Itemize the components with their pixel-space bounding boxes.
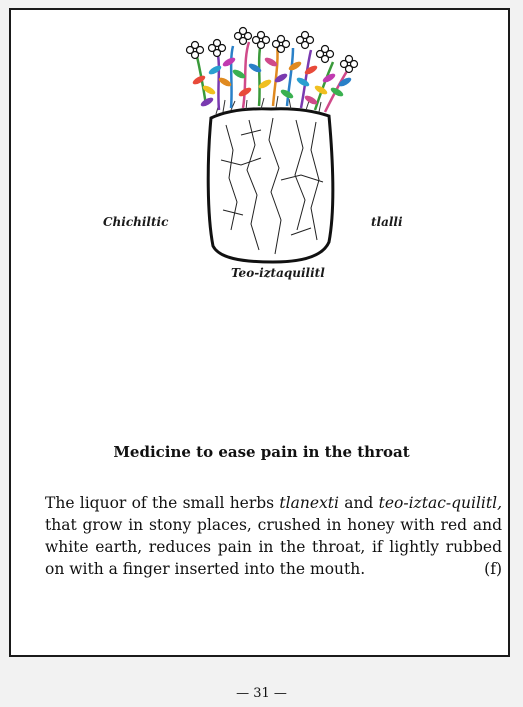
page-number: — 31 — [236, 686, 287, 701]
plant-name-tlanexti: tlanexti [279, 494, 339, 512]
page-title: Medicine to ease pain in the throat [113, 443, 410, 461]
label-tlalli: tlalli [371, 215, 403, 229]
remedy-paragraph: The liquor of the small herbs tlanexti a… [45, 492, 502, 580]
herb-leaves [192, 57, 352, 107]
label-teo-iztaquilitl: Teo-iztaquilitl [231, 266, 325, 280]
herb-flowers [185, 26, 359, 74]
text-part-3: that grow in stony places, crushed in ho… [45, 516, 502, 578]
text-part-2: and [338, 494, 379, 512]
earth-block [206, 107, 335, 264]
manuscript-page: Chichiltic tlalli Teo-iztaquilitl Medici… [9, 8, 510, 657]
footnote-reference: (f) [484, 560, 502, 578]
herb-and-earth-illustration [185, 26, 359, 264]
grass [215, 95, 322, 115]
earth-cracks [220, 117, 324, 255]
plant-name-teo-iztac-quilitl: teo-iztac-quilitl, [378, 494, 502, 512]
text-part-1: The liquor of the small herbs [45, 494, 280, 512]
label-chichiltic: Chichiltic [103, 215, 169, 229]
